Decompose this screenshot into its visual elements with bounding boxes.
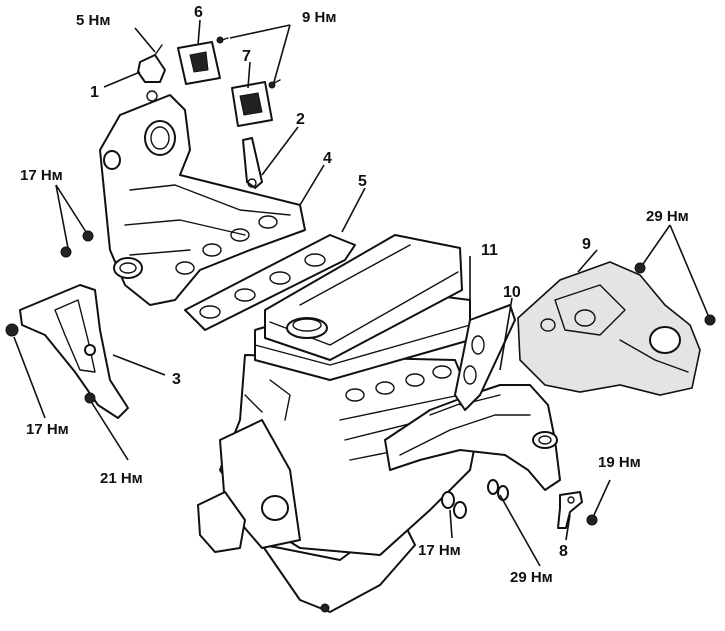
torque-label-19nm: 19 Нм [598, 454, 641, 471]
callout-7: 7 [242, 48, 251, 65]
callout-4: 4 [323, 150, 332, 167]
callout-3: 3 [172, 371, 181, 388]
callout-8: 8 [559, 543, 568, 560]
torque-label-29nm-exhaust: 29 Нм [510, 569, 553, 586]
intake-manifold [99, 94, 306, 306]
callout-11: 11 [481, 242, 498, 259]
sensor-1 [137, 44, 166, 102]
torque-label-17nm-left: 17 Нм [20, 167, 63, 184]
exhaust-gasket [454, 304, 516, 411]
torque-label-17nm-exhaust: 17 Нм [418, 542, 461, 559]
callout-5: 5 [358, 173, 367, 190]
torque-label-29nm-shield: 29 Нм [646, 208, 689, 225]
intake-gasket [184, 234, 356, 331]
sensor-2 [242, 137, 263, 189]
callout-1: 1 [90, 84, 99, 101]
intake-bracket [19, 284, 129, 419]
leader-lines [13, 19, 709, 567]
torque-label-5nm: 5 Нм [76, 12, 110, 29]
callout-labels: 1 6 7 2 4 5 11 9 10 3 8 [90, 4, 591, 560]
torque-label-17nm-bracket: 17 Нм [26, 421, 69, 438]
callout-6: 6 [194, 4, 203, 21]
torque-label-21nm: 21 Нм [100, 470, 143, 487]
engine-block [197, 234, 481, 613]
component-7 [231, 81, 273, 127]
component-6 [177, 41, 221, 85]
torque-labels: 5 Нм 9 Нм 17 Нм 17 Нм 21 Нм 29 Нм 19 Нм … [20, 9, 689, 586]
callout-10: 10 [503, 284, 521, 301]
callout-9: 9 [582, 236, 591, 253]
callout-2: 2 [296, 111, 305, 128]
small-bracket [557, 491, 583, 529]
torque-label-9nm: 9 Нм [302, 9, 336, 26]
heat-shield [517, 261, 701, 396]
